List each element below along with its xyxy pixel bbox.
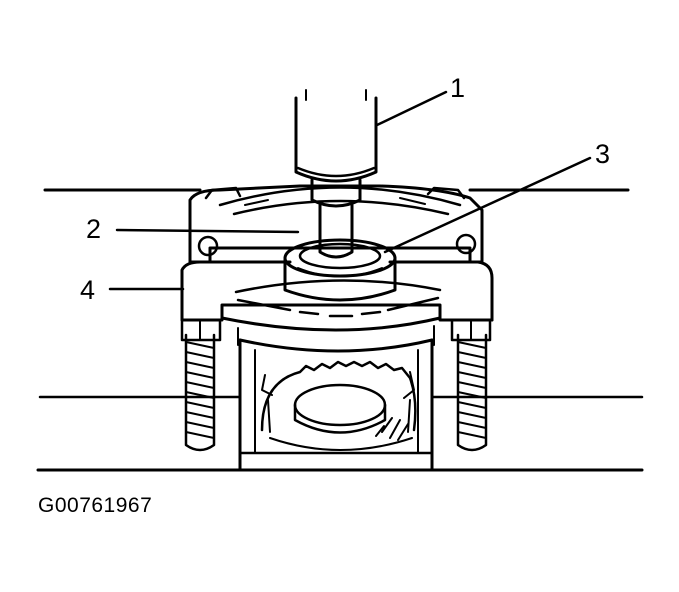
left-threaded-rod [180,318,222,452]
leader-line-2 [115,228,300,234]
driver-tool [294,89,378,259]
callout-1: 1 [450,73,465,103]
gear [260,360,417,451]
callout-2: 2 [86,214,101,244]
leader-lines [108,90,592,291]
bearing [283,238,397,302]
callouts: 1 2 3 4 [80,73,610,305]
leader-line-1 [375,90,448,127]
background-lines [36,188,644,472]
base-housing [238,338,434,472]
leader-line-3 [383,156,592,254]
figure-id: G00761967 [38,494,153,517]
lower-puller-bar [180,260,494,353]
callout-3: 3 [595,139,610,169]
upper-puller-bar [188,184,484,264]
right-threaded-rod [450,318,492,452]
callout-4: 4 [80,275,95,305]
